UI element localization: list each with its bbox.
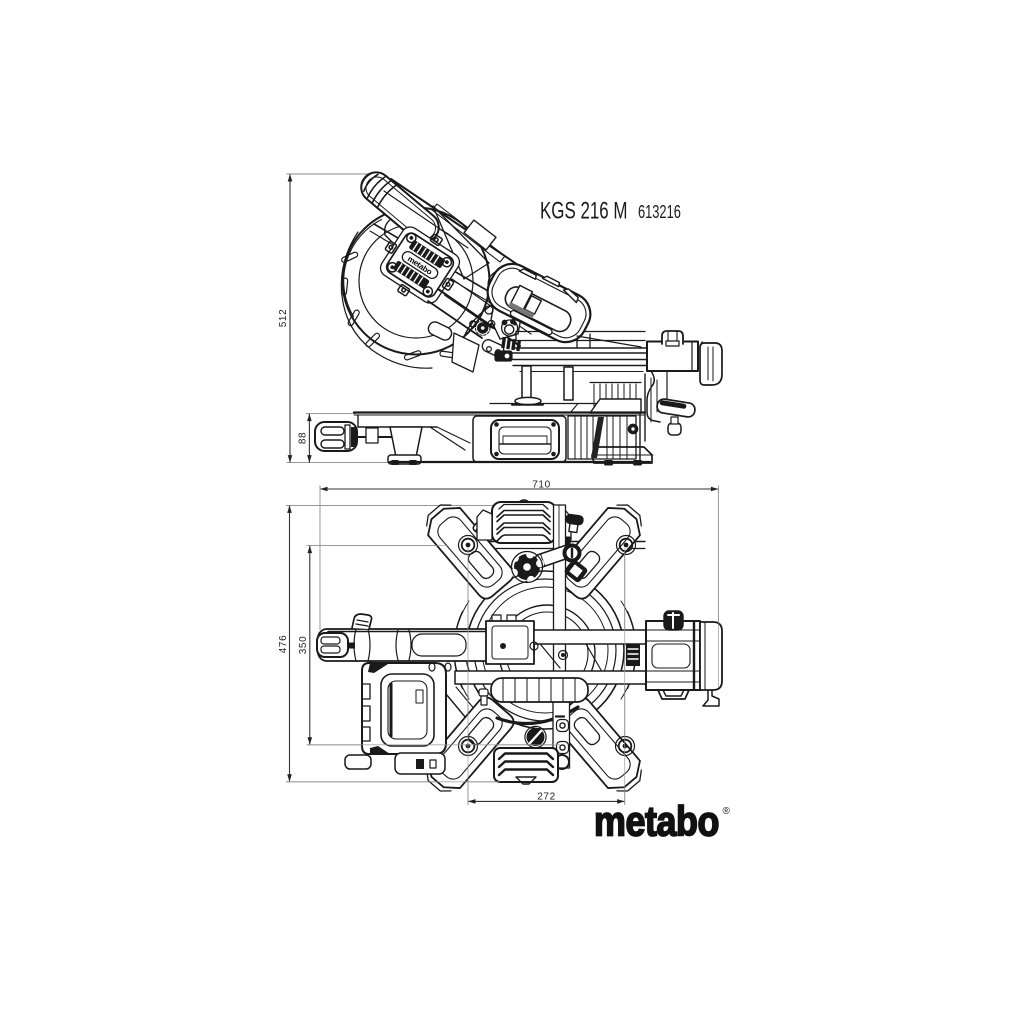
svg-text:®: ® [723,806,731,817]
svg-text:88: 88 [298,432,309,444]
svg-text:350: 350 [298,636,309,655]
svg-text:476: 476 [278,635,289,654]
svg-text:metabo: metabo [594,799,719,845]
svg-text:613216: 613216 [638,202,681,223]
svg-text:512: 512 [278,309,289,328]
svg-text:272: 272 [537,792,556,803]
svg-text:KGS 216 M: KGS 216 M [540,198,628,225]
svg-text:710: 710 [532,480,551,491]
